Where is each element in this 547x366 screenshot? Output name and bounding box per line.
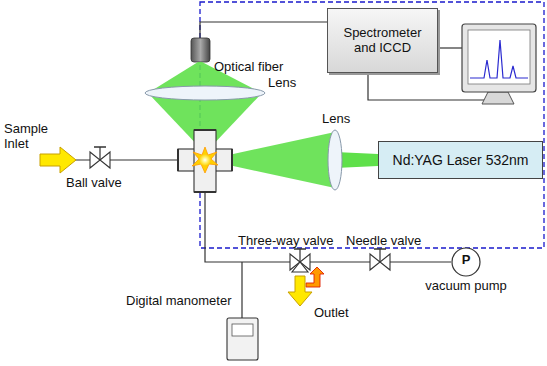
- part-label: Ball valve: [66, 176, 122, 191]
- inlet-pipe: [70, 159, 178, 160]
- box-label: Spectrometer and ICCD: [336, 26, 429, 56]
- three-way-valve-symbol: [290, 249, 310, 272]
- digital-manometer-symbol: [227, 318, 258, 360]
- part-label: Sample Inlet: [4, 122, 56, 152]
- pump-label: vacuum pump: [419, 279, 513, 294]
- part-label: Three-way valve: [238, 234, 333, 249]
- fiber-cable: [200, 22, 327, 38]
- box-label: Nd:YAG Laser 532nm: [393, 152, 529, 168]
- needle-valve-symbol: [370, 249, 390, 270]
- flow-direction-arrow: [306, 267, 324, 287]
- gauge-line: [241, 262, 242, 318]
- outlet-arrow: [288, 276, 312, 306]
- computer-monitor: [462, 24, 536, 104]
- laser-box: Nd:YAG Laser 532nm: [378, 141, 543, 179]
- focusing-lens: [328, 130, 342, 190]
- optics-enclosure: [200, 2, 544, 248]
- inlet-arrow: [40, 147, 76, 173]
- vacuum-pump: Pvacuum pump: [419, 247, 513, 303]
- ball-valve-symbol: [90, 147, 110, 168]
- part-label: Outlet: [314, 306, 349, 321]
- part-label: Needle valve: [346, 234, 421, 249]
- collection-lens: [145, 86, 265, 100]
- part-label: Lens: [268, 76, 296, 91]
- spectrometer-box: Spectrometer and ICCD: [327, 8, 438, 73]
- sample-chamber: [178, 130, 232, 192]
- laser-beam: [215, 132, 335, 188]
- part-label: Optical fiber: [214, 60, 283, 75]
- plasma-spark: [192, 147, 218, 173]
- part-label: Digital manometer: [126, 294, 232, 309]
- pump-symbol-letter: P: [419, 253, 513, 268]
- fiber-head: [191, 38, 210, 62]
- part-label: Lens: [322, 112, 350, 127]
- vacuum-line: [205, 192, 451, 262]
- data-cable: [438, 47, 462, 48]
